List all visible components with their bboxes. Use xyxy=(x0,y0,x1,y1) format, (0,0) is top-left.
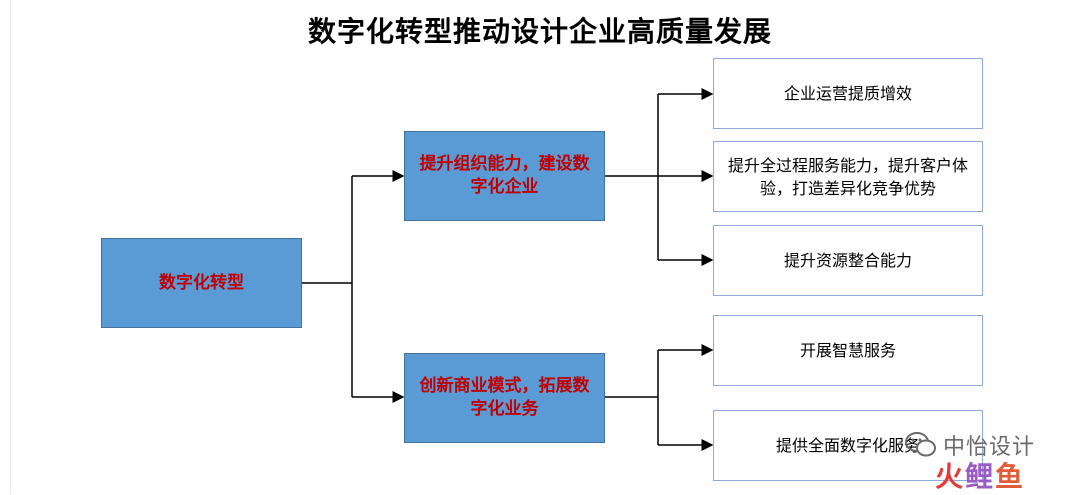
root-node: 数字化转型 xyxy=(101,238,302,328)
leaf-node-service-capability: 提升全过程服务能力，提升客户体验，打造差异化竞争优势 xyxy=(713,141,983,212)
root-node-label: 数字化转型 xyxy=(159,272,244,293)
leaf-node-label: 提升全过程服务能力，提升客户体验，打造差异化竞争优势 xyxy=(727,155,968,198)
branch-node-label: 提升组织能力，建设数字化企业 xyxy=(419,154,590,197)
leaf-node-label: 企业运营提质增效 xyxy=(783,84,912,103)
branch-node-business: 创新商业模式，拓展数字化业务 xyxy=(404,353,605,443)
branch-node-organization: 提升组织能力，建设数字化企业 xyxy=(404,131,605,221)
diagram-title: 数字化转型推动设计企业高质量发展 xyxy=(307,15,772,48)
leaf-node-digital-service: 提供全面数字化服务 xyxy=(713,410,983,481)
logo-char: 鱼 xyxy=(995,460,1026,493)
logo-char: 鲤 xyxy=(965,460,996,493)
watermark-logo: 火鲤鱼 xyxy=(935,455,1025,495)
leaf-node-label: 提升资源整合能力 xyxy=(783,251,912,270)
wechat-icon xyxy=(905,432,936,457)
leaf-node-resource-integration: 提升资源整合能力 xyxy=(713,225,983,296)
branch-node-label: 创新商业模式，拓展数字化业务 xyxy=(419,376,590,419)
leaf-node-label: 开展智慧服务 xyxy=(799,341,896,360)
watermark: 中怡设计 火鲤鱼 xyxy=(905,425,1065,493)
watermark-text: 中怡设计 xyxy=(943,435,1036,460)
left-border xyxy=(10,0,11,494)
leaf-node-smart-service: 开展智慧服务 xyxy=(713,315,983,386)
leaf-node-label: 提供全面数字化服务 xyxy=(775,436,920,455)
logo-char: 火 xyxy=(935,460,966,493)
leaf-node-operations: 企业运营提质增效 xyxy=(713,58,983,129)
